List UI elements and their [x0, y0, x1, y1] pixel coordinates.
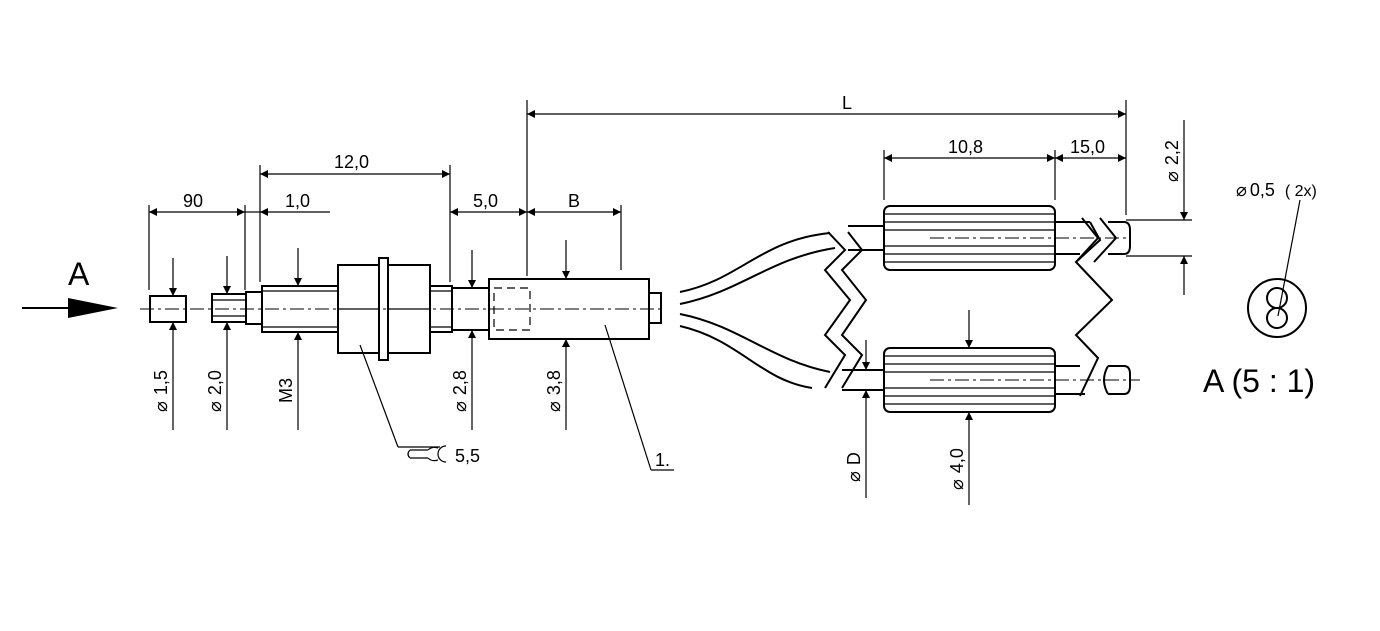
view-arrow-a: A [22, 256, 118, 318]
ferrule-upper [883, 205, 1056, 271]
dim-2-2: ⌀2,2 [1162, 140, 1182, 182]
dim-15-0: 15,0 [1070, 137, 1105, 157]
dim-dia-1-5: ⌀1,5 [151, 370, 171, 412]
wrench-icon [407, 445, 447, 463]
dim-5-0: 5,0 [473, 191, 498, 211]
detail-label: A (5 : 1) [1203, 363, 1315, 399]
dim-12-0: 12,0 [334, 152, 369, 172]
callout-1: 1. [655, 450, 670, 470]
dim-M3: M3 [276, 378, 296, 403]
dim-dia-4-0: ⌀4,0 [947, 448, 967, 490]
dim-L: L [842, 93, 852, 113]
dimensions-top: 90 1,0 12,0 5,0 B L 10,8 15,0 ⌀2,2 [148, 93, 1192, 295]
view-label-a: A [68, 256, 90, 292]
detail-core-upper [1266, 287, 1288, 309]
dim-1-0: 1,0 [285, 191, 310, 211]
dim-dia-2-0: ⌀2,0 [205, 370, 225, 412]
dimensions-bottom: ⌀1,5 ⌀2,0 M3 ⌀2,8 ⌀3,8 ⌀D [151, 240, 973, 505]
ferrule-lower [883, 347, 1056, 413]
detail-outer-circle [1247, 278, 1307, 338]
fiber-lower [842, 221, 1140, 413]
leader-wrench: 5,5 [359, 344, 480, 466]
dim-dia-3-8: ⌀3,8 [544, 370, 564, 412]
fiber-upper [848, 205, 1131, 271]
dim-B: B [568, 191, 580, 211]
sensor-head [140, 257, 665, 361]
dim-10-8: 10,8 [948, 137, 983, 157]
detail-core-lower [1266, 307, 1288, 329]
dim-dia-2-8: ⌀2,8 [450, 370, 470, 412]
dim-dia-D: ⌀D [844, 452, 864, 482]
wrench-size: 5,5 [455, 446, 480, 466]
tip-shank [211, 293, 251, 323]
detail-a: ⌀0,5( 2x) A (5 : 1) [1203, 180, 1317, 399]
leader-callout-1: 1. [604, 324, 674, 471]
cable-split [679, 231, 868, 389]
detail-core-dim: ⌀0,5( 2x) [1236, 180, 1317, 200]
dim-90: 90 [183, 191, 203, 211]
